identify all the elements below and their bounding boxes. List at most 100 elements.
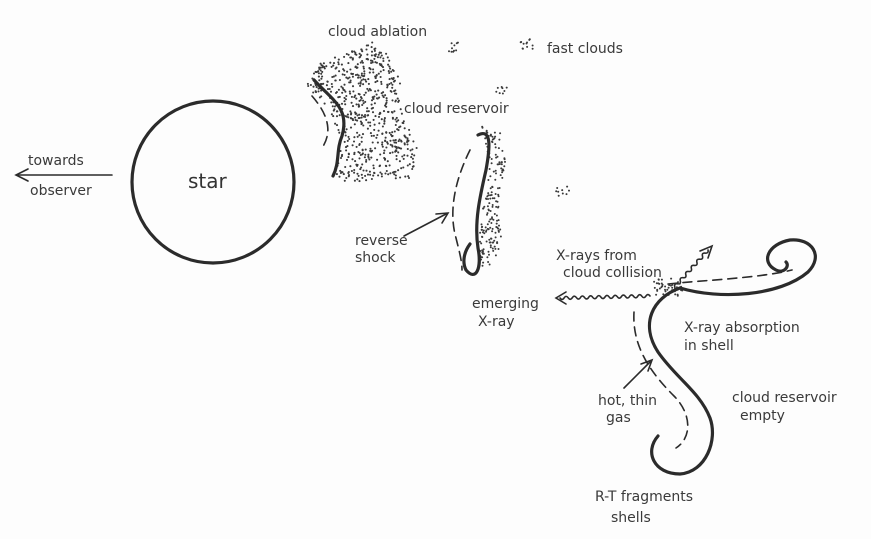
stipple-dot [368,71,371,74]
stipple-dot [360,72,363,75]
stipple-dot [385,52,388,55]
stipple-dot [407,175,410,178]
stipple-dot [497,195,500,198]
stipple-dot [496,86,499,89]
stipple-dot [557,190,560,193]
stipple-dot [491,217,493,220]
stipple-dot [381,66,385,69]
stipple-dot [485,229,488,232]
stipple-dot [496,219,498,222]
stipple-dot [384,136,387,139]
stipple-dot [391,83,394,86]
stipple-dot [491,140,493,143]
stipple-dot [351,158,354,161]
stipple-dot [671,286,674,289]
stipple-dot [377,129,380,132]
stipple-dot [323,102,326,105]
stipple-dot [343,96,346,99]
stipple-dot [491,241,494,244]
stipple-dot [491,138,494,141]
stipple-dot [338,114,341,117]
stipple-dot [330,65,333,68]
stipple-dot [526,45,529,48]
stipple-dot [359,84,362,87]
stipple-dot [351,85,355,88]
stipple-dot [356,172,359,175]
stipple-dot [397,151,400,154]
stipple-dot [504,160,506,163]
stipple-dot [555,190,558,193]
stipple-dot [402,120,405,123]
stipple-dot [381,94,384,97]
stipple-dot [526,41,528,44]
stipple-dot [356,178,359,181]
stipple-dot [503,90,506,92]
stipple-dot [402,166,405,169]
stipple-dot [399,108,402,111]
stipple-dot [357,76,360,79]
stipple-dot [496,155,499,158]
stipple-dot [343,55,346,58]
stipple-dot [487,209,490,212]
stipple-dot [367,82,370,85]
stipple-dot [369,124,372,127]
stipple-dot [488,263,491,266]
stipple-dot [312,85,315,88]
stipple-dot [374,75,377,78]
stipple-dot [448,50,450,53]
stipple-dot [383,118,386,122]
stipple-dot [385,146,388,149]
stipple-dot [351,105,355,108]
stipple-dot [676,293,679,296]
stipple-dot [393,92,397,95]
stipple-dot [487,192,490,195]
xrays-from-label: X-rays from [556,248,637,264]
stipple-dot [499,174,502,177]
stipple-dot [387,70,390,73]
stipple-dot [351,144,354,147]
stipple-dot [385,97,388,100]
stipple-dot [337,88,340,91]
stipple-dot [664,288,666,291]
stipple-dot [361,153,364,156]
stipple-dot [491,186,494,189]
stipple-dot [388,164,391,167]
stipple-dot [383,117,386,120]
stipple-dot [661,283,664,286]
stipple-dot [658,282,661,285]
stipple-dot [491,247,494,250]
stipple-dot [491,205,494,208]
stipple-dot [395,120,398,123]
stipple-dot [386,83,389,86]
stipple-dot [321,75,324,78]
stipple-dot [394,138,397,142]
stipple-dot [351,50,354,53]
stipple-dot [363,93,366,96]
stipple-dot [369,149,372,152]
stipple-dot [355,103,358,106]
stipple-dot [395,154,398,157]
stipple-dot [362,65,365,68]
stipple-dot [411,165,414,168]
reverse-shock-pointer [403,213,447,237]
stipple-dot [492,249,495,252]
stipple-dot [332,62,336,65]
stipple-dot [370,50,374,53]
stipple-dot [556,187,559,189]
stipple-dot [480,242,483,245]
stipple-dot [390,70,393,73]
stipple-dot [380,82,383,86]
stipple-dot [358,52,361,55]
stipple-dot [655,282,658,285]
stipple-dot [356,163,359,166]
stipple-dot [678,282,681,285]
stipple-dot [496,200,499,203]
stipple-dot [500,161,503,164]
stipple-dot [361,59,364,63]
stipple-dot [379,70,382,73]
stipple-dot [375,93,378,96]
stipple-dot [360,114,364,117]
stipple-dot [495,90,498,93]
stipple-dot [358,142,361,146]
